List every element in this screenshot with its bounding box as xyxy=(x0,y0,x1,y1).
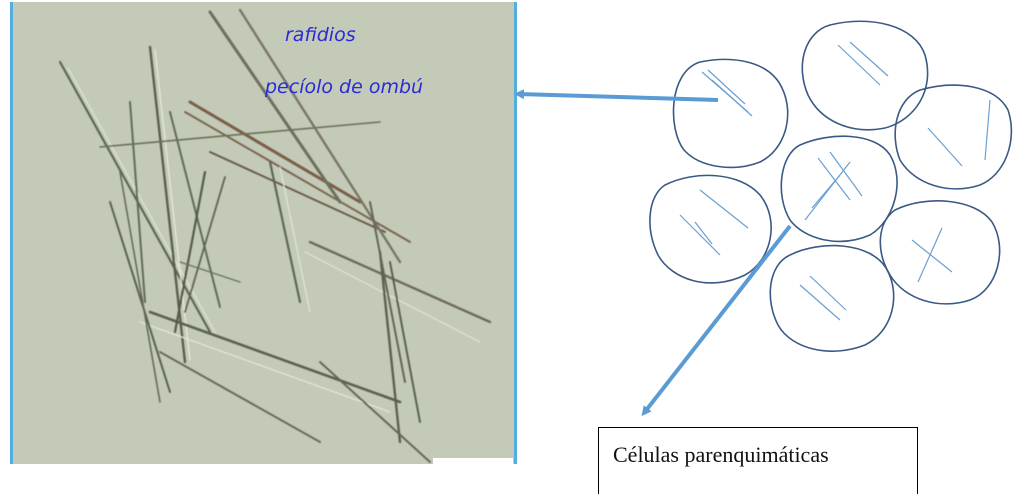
cell-bottom xyxy=(770,246,893,352)
cell-top xyxy=(802,21,927,129)
cell-right-top xyxy=(895,85,1011,189)
cell-right-bottom xyxy=(880,201,999,304)
label-parenchyma-cells: Células parenquimáticas xyxy=(613,442,829,468)
arrow-to-label xyxy=(644,226,790,413)
cell-raphides xyxy=(680,42,990,320)
label-box: Células parenquimáticas xyxy=(598,427,918,494)
cell-left xyxy=(650,175,771,283)
arrow-to-micrograph xyxy=(518,94,718,100)
cell-top-left xyxy=(673,59,787,167)
cell-center xyxy=(781,136,897,241)
